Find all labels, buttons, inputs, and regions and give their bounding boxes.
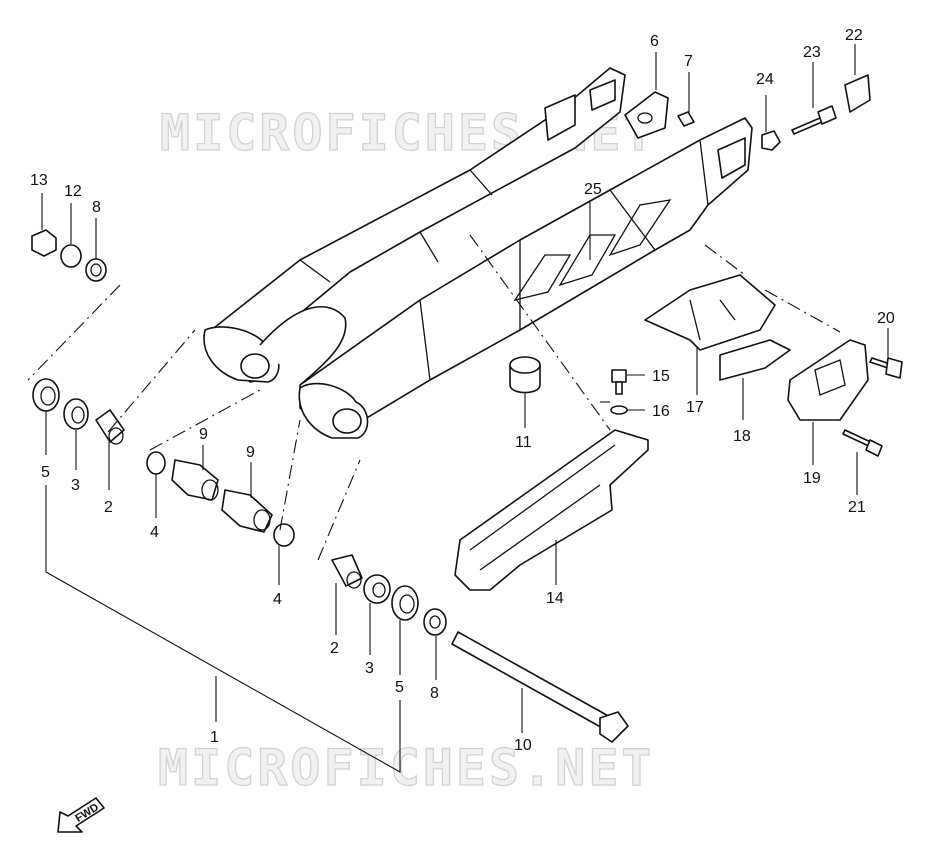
callout-13: 13: [30, 172, 48, 189]
part-7-screw: [677, 111, 695, 127]
part-6-bracket: [624, 91, 669, 139]
part-10-pivot-shaft: [451, 631, 629, 743]
callout-1: 1: [210, 729, 219, 746]
part-11-cap: [509, 356, 541, 394]
part-17-guard: [644, 274, 776, 351]
callout-11: 11: [515, 434, 532, 451]
part-15-bolt: [611, 369, 627, 395]
part-9-collar-left: [171, 459, 219, 501]
watermark-bottom: MICROFICHES.NET: [158, 739, 655, 797]
part-5-seal-right: [391, 585, 419, 621]
callout-9-left: 9: [199, 426, 208, 443]
callout-18: 18: [733, 428, 751, 445]
callout-21: 21: [848, 499, 866, 516]
part-21-bolt: [842, 429, 883, 457]
part-4-dust-seal-right: [273, 523, 295, 547]
callout-5-left: 5: [41, 464, 50, 481]
callout-25: 25: [584, 181, 602, 198]
callout-15: 15: [652, 368, 670, 385]
callout-9-right: 9: [246, 444, 255, 461]
callout-10: 10: [514, 737, 532, 754]
callout-4-left: 4: [150, 524, 159, 541]
callout-6: 6: [650, 33, 659, 50]
part-3-bearing-right: [363, 574, 391, 604]
swingarm: [203, 67, 753, 439]
leader-lines: [41, 44, 889, 773]
part-22-slider: [844, 74, 871, 113]
part-16-washer: [610, 405, 628, 415]
part-23-bolt: [791, 105, 837, 135]
part-24-nut: [761, 130, 781, 151]
part-12-washer: [60, 244, 82, 268]
callout-3-left: 3: [71, 477, 80, 494]
callout-3-right: 3: [365, 660, 374, 677]
callouts: 13 12 8 5 3 2 4 9 9 4 2 3 5 8 1 10 11 14…: [30, 27, 895, 754]
part-18-pad: [719, 339, 791, 381]
part-19-plate: [787, 339, 869, 421]
callout-4-right: 4: [273, 591, 282, 608]
callout-19: 19: [803, 470, 821, 487]
callout-5-right: 5: [395, 679, 404, 696]
part-2-bushing-right: [331, 554, 363, 589]
callout-17: 17: [686, 399, 704, 416]
callout-2-left: 2: [104, 499, 113, 516]
part-8-spacer-upper: [85, 258, 107, 282]
part-14-chain-slider: [454, 429, 649, 591]
part-20-bolt: [869, 357, 903, 379]
part-5-seal-left: [32, 378, 60, 412]
callout-22: 22: [845, 27, 863, 44]
callout-7: 7: [684, 53, 693, 70]
part-2-bushing-left: [95, 409, 125, 445]
part-8-spacer-lower: [423, 608, 447, 636]
callout-12: 12: [64, 183, 82, 200]
forward-arrow-icon: FWD: [57, 797, 105, 833]
part-3-bearing-left: [63, 398, 89, 430]
callout-16: 16: [652, 403, 670, 420]
assembly-lines: [27, 234, 841, 561]
callout-8-upper: 8: [92, 199, 101, 216]
callout-24: 24: [756, 71, 774, 88]
part-9-collar-right: [221, 489, 273, 533]
callout-14: 14: [546, 590, 564, 607]
part-4-dust-seal-left: [146, 451, 166, 475]
callout-8-lower: 8: [430, 685, 439, 702]
callout-23: 23: [803, 44, 821, 61]
part-13-nut: [31, 229, 57, 257]
callout-2-right: 2: [330, 640, 339, 657]
callout-20: 20: [877, 310, 895, 327]
